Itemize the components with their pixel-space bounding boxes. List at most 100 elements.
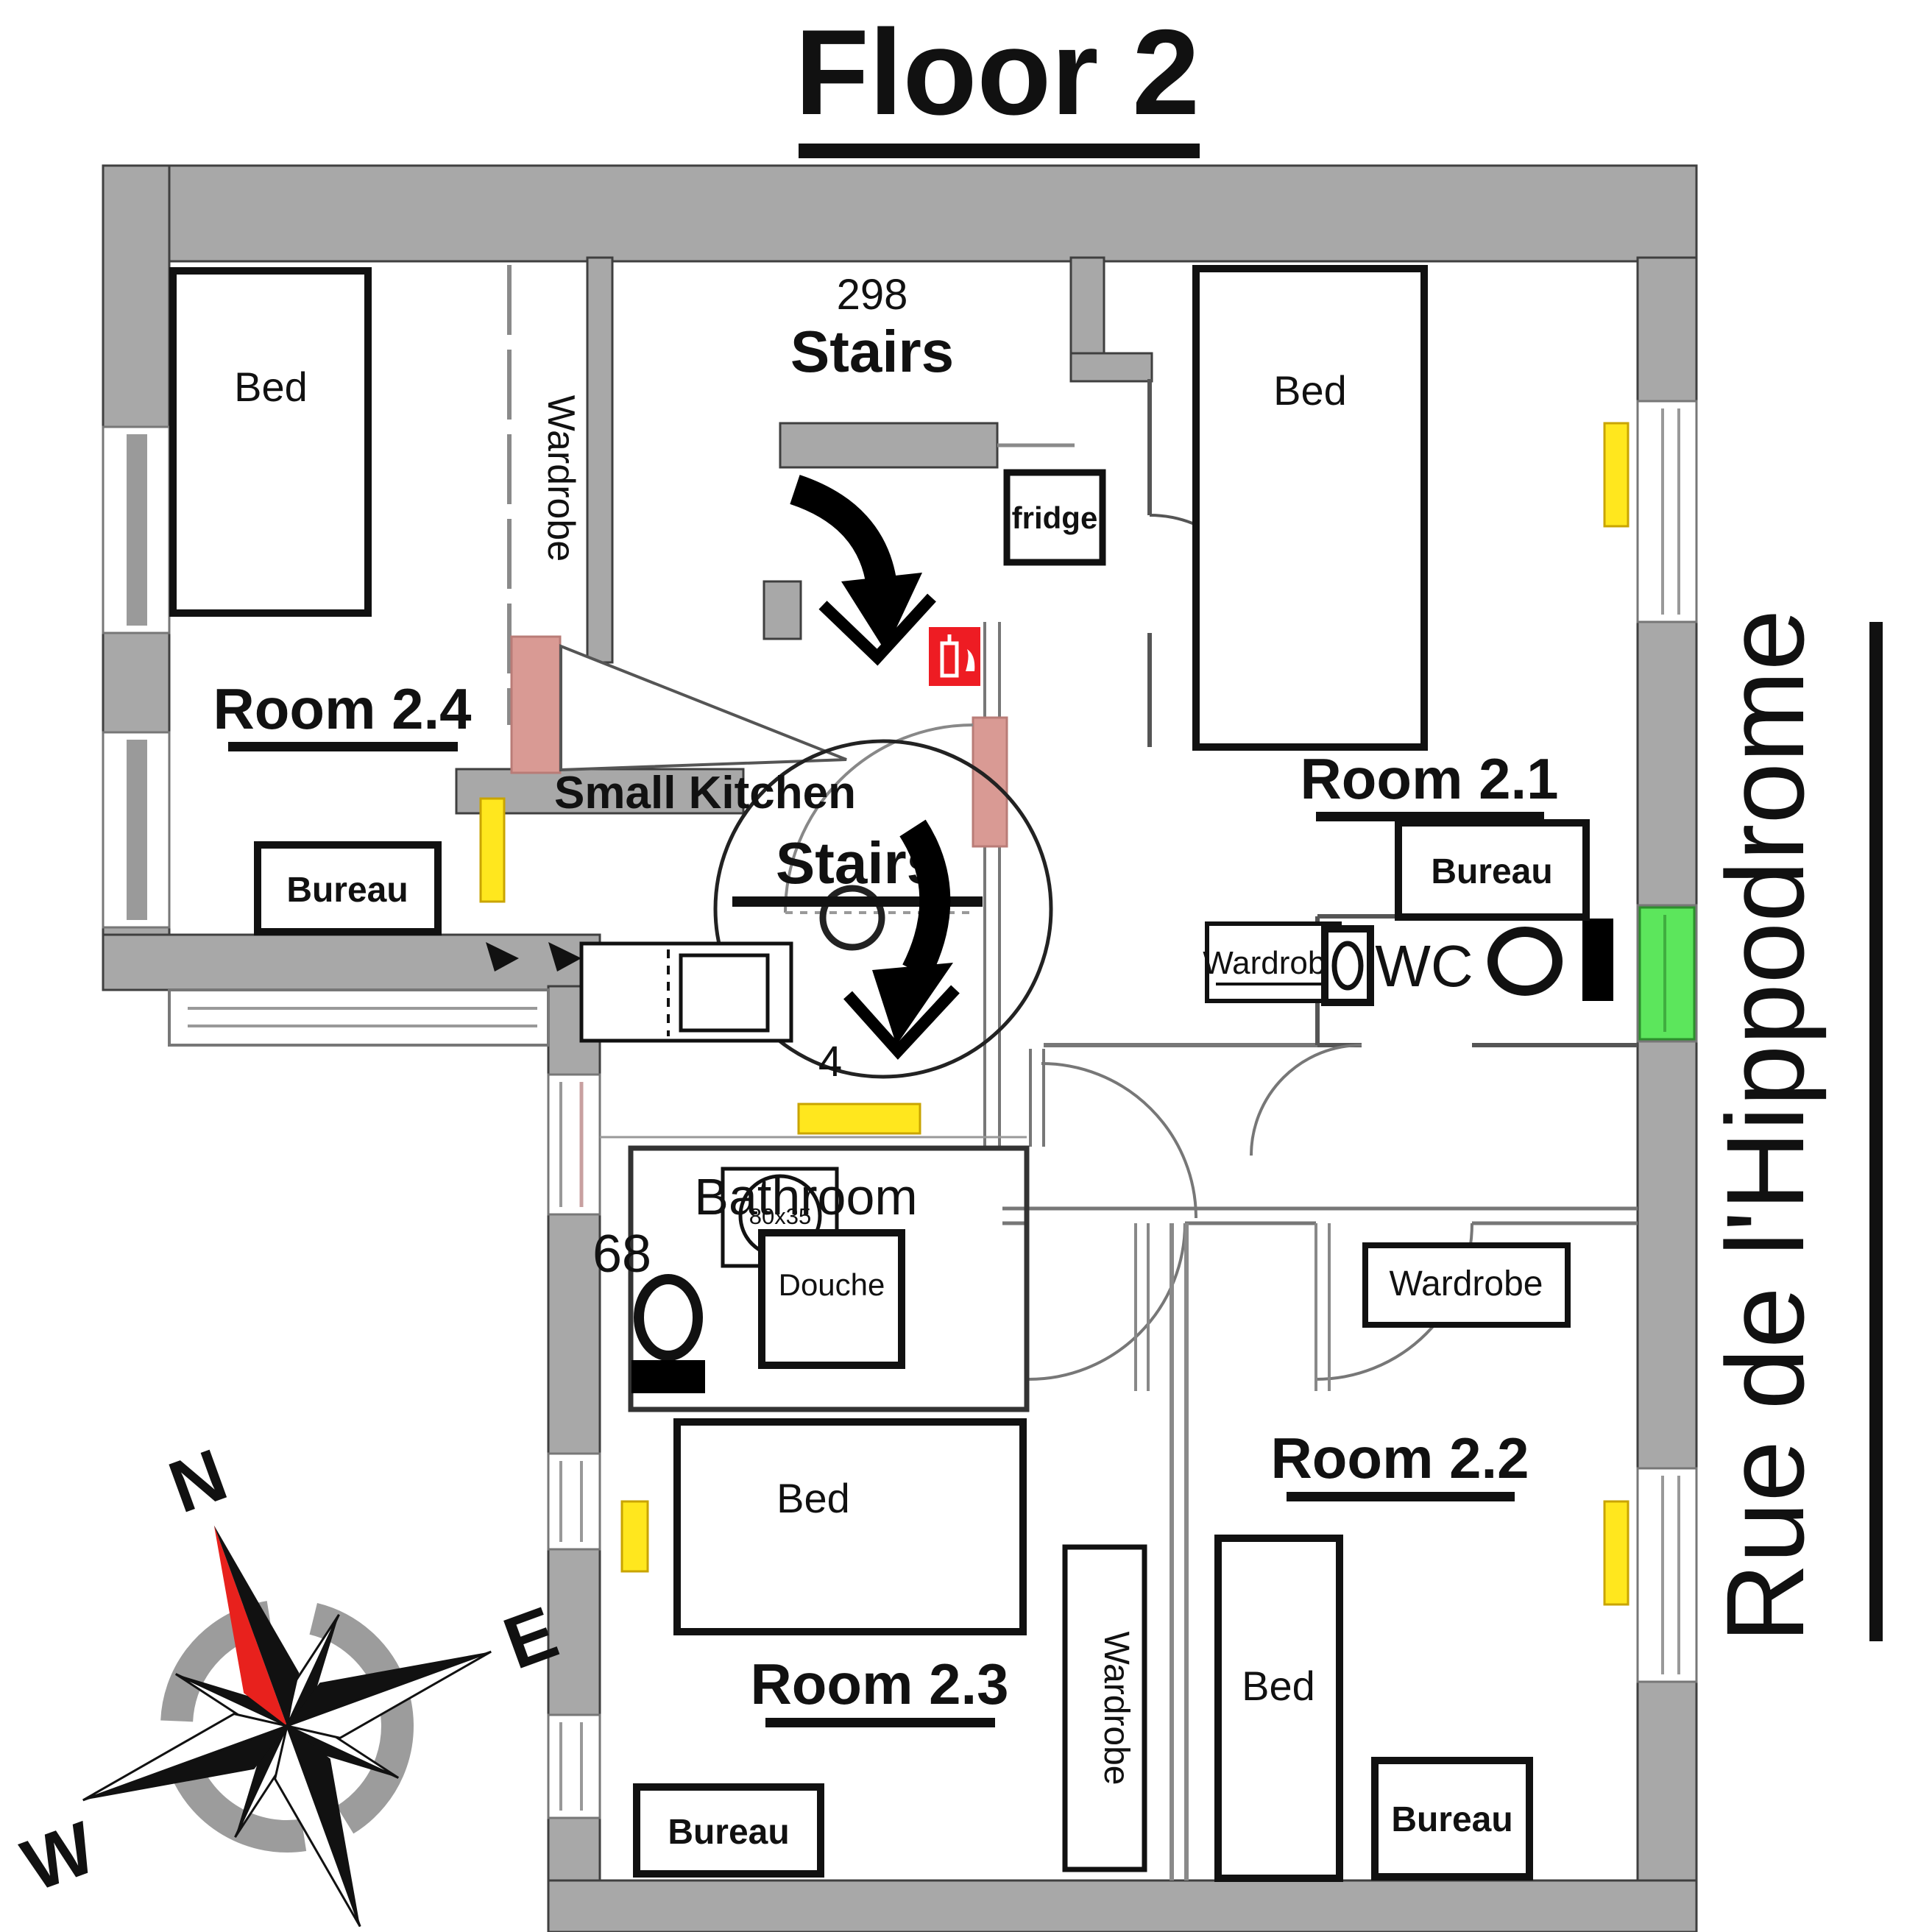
wing-left-windows [102, 425, 171, 929]
dim-badge-label: 80x35 [749, 1203, 811, 1229]
street-label: Rue de l'Hippodrome [1703, 609, 1883, 1643]
room23-underline [765, 1718, 995, 1727]
bed-room21 [1192, 265, 1428, 751]
radiator-room24 [479, 797, 506, 903]
bed-room23 [673, 1418, 1027, 1635]
window-pane [127, 740, 147, 920]
room24-door-swing [559, 644, 847, 772]
window-gap [547, 1452, 601, 1551]
wardrobe-label: Wardrobe [1390, 1264, 1543, 1303]
bureau-label: Bureau [1391, 1800, 1512, 1839]
bathroom-label: Bathroom [694, 1168, 917, 1225]
bed-label: Bed [1273, 367, 1347, 414]
wall-wing-bottom [102, 933, 601, 991]
compass-minor-points [174, 1613, 400, 1839]
fridge-label: fridge [1012, 500, 1098, 535]
hallway-door-arc [1041, 1062, 1197, 1219]
room23-name: Room 2.3 [750, 1652, 1008, 1716]
radiator-room21 [1603, 422, 1630, 528]
lower-left-windows [547, 1073, 601, 1819]
wc-sink-bowl [1331, 941, 1364, 991]
kitchen-stairs-arrowhead [872, 963, 953, 1045]
fire-extinguisher-flame [966, 649, 975, 671]
title-text: Floor 2 [795, 4, 1200, 140]
fire-extinguisher-icon [926, 624, 983, 689]
shower-label: Douche [779, 1267, 885, 1302]
page-title: Floor 2 [795, 4, 1200, 158]
bathroom-walls [628, 1145, 1030, 1412]
wing-bottom-window [168, 942, 581, 1047]
room-21: Bed Room 2.1 Bureau Wardrobe [1192, 265, 1590, 1003]
room21-underline [1316, 812, 1544, 821]
wc-toilet-icon [1487, 927, 1563, 996]
bureau-room23 [633, 1783, 824, 1878]
door-pink-corridor [972, 716, 1008, 848]
room-23: Bed Room 2.3 Bureau Wardrobe [620, 1418, 1147, 1878]
window-gap [547, 1073, 601, 1216]
bed-label: Bed [776, 1475, 850, 1521]
wc-label: WC [1375, 933, 1473, 999]
kitchen-step-number: 4 [818, 1038, 842, 1086]
bathroom-toilet-base [631, 1360, 705, 1393]
wc-sink [1321, 925, 1374, 1006]
interior-walls [507, 265, 1638, 1880]
bureau-label: Bureau [1431, 852, 1552, 891]
window-gap [547, 1713, 601, 1819]
wc-room: WC [1321, 925, 1563, 1006]
room24-name: Room 2.4 [213, 676, 471, 741]
radiator-room22 [1603, 1500, 1630, 1606]
bathroom-toilet-icon [634, 1274, 703, 1361]
bureau-label: Bureau [286, 871, 408, 910]
room23-door-arc [1028, 1222, 1186, 1381]
spiral-stairs-circle [713, 739, 1053, 1079]
room22-underline [1287, 1492, 1515, 1501]
wc-door-arc [1250, 1044, 1362, 1156]
wall-bottom [547, 1879, 1698, 1932]
bureau-room21 [1395, 819, 1590, 921]
title-underline [799, 144, 1200, 158]
compass-rose-icon: N E S W [13, 1433, 568, 1932]
street-underline [1869, 622, 1883, 1641]
radiator-bathroom-top [797, 1103, 921, 1135]
wall-wardrobe-nook [586, 256, 614, 664]
stairs-down-chevron [818, 593, 936, 666]
fridge-box [1003, 469, 1106, 566]
room-24: Bed Room 2.4 Bureau Wardrobe [169, 267, 582, 935]
door-swing-arrow-icon [486, 942, 519, 972]
radiator-green [1638, 906, 1696, 1041]
bureau-label: Bureau [668, 1813, 789, 1852]
fridge: fridge [1003, 469, 1106, 566]
shower-box [758, 1229, 905, 1369]
wc-black-fixture [1582, 919, 1613, 1001]
bed-room24 [169, 267, 372, 617]
window-bay [1636, 1467, 1698, 1683]
stairwell-number: 298 [837, 271, 908, 319]
compass-major-points [82, 1525, 492, 1928]
kitchen-sink [679, 953, 770, 1033]
stairs-landing-bar [779, 422, 999, 469]
window-band [168, 988, 550, 1047]
room21-name: Room 2.1 [1300, 746, 1558, 811]
room22-name: Room 2.2 [1270, 1426, 1529, 1490]
fire-extinguisher-sign [926, 624, 983, 689]
door-pink-room24 [510, 635, 562, 774]
room-22: Room 2.2 Bed Bureau Wardrobe [1214, 1242, 1571, 1882]
spiral-stairs-center [819, 885, 885, 951]
small-kitchen-label: Small Kitchen [554, 768, 856, 818]
kitchen-number-68: 68 [592, 1225, 651, 1284]
room24-underline [228, 742, 458, 751]
wall-stairhall-divider-h [1069, 352, 1153, 383]
wall-stub-hall [762, 580, 802, 640]
wardrobe-label: Wardrobe [1203, 945, 1344, 981]
radiator-room23 [620, 1500, 649, 1573]
compass-n: N [159, 1433, 237, 1529]
window-pane [127, 434, 147, 626]
kitchen-stairs-chevron [843, 985, 960, 1060]
bed-label: Bed [234, 364, 308, 410]
wardrobe-room22 [1362, 1242, 1571, 1328]
stairwell-upper: 298 Stairs [790, 271, 954, 666]
stairs-down-arrow-icon [790, 475, 897, 588]
wardrobe-room21 [1205, 921, 1342, 1003]
right-wall-bays [1582, 400, 1698, 1683]
